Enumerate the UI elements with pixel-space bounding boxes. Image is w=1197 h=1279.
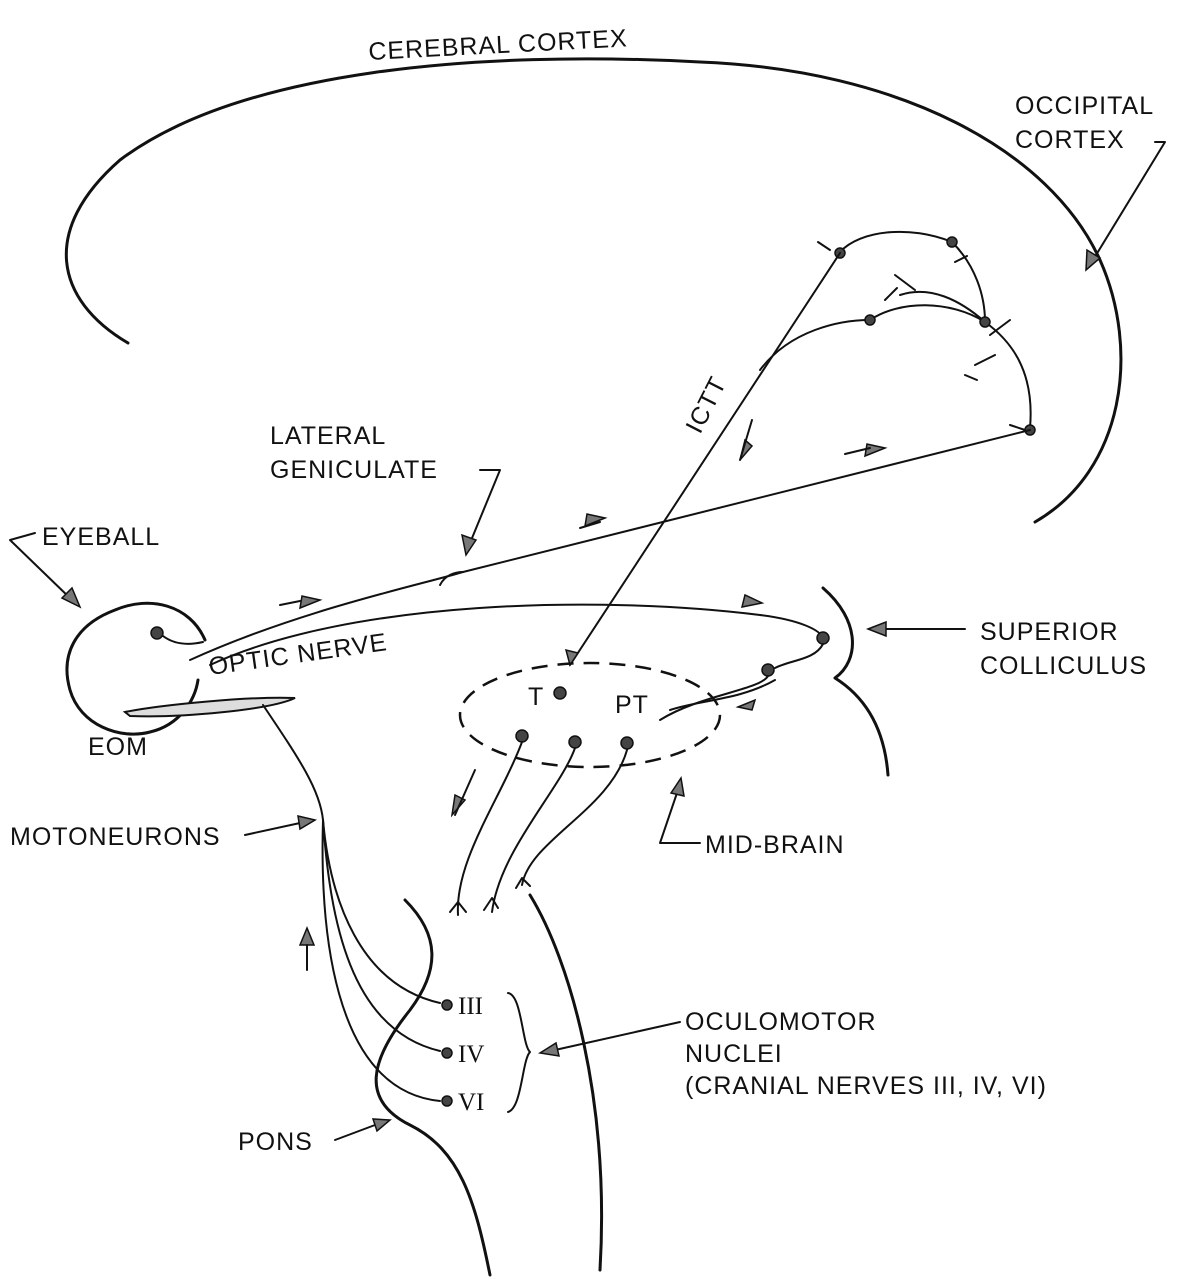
brainstem-left — [376, 900, 490, 1275]
label-pt: PT — [615, 691, 649, 719]
label-optic-nerve: OPTIC NERVE — [207, 628, 389, 681]
cortex-cell-2 — [947, 237, 957, 247]
label-superior-colliculus-1: SUPERIOR — [980, 618, 1119, 646]
colliculus-cell-1 — [817, 632, 829, 644]
colliculus-cell-2 — [762, 664, 774, 676]
nuclei-brace — [508, 993, 530, 1112]
label-nucleus-vi: VI — [458, 1089, 484, 1116]
retinal-cell — [151, 627, 163, 639]
pointer-oculomotor — [540, 1022, 680, 1056]
nucleus-iv-cell — [442, 1048, 452, 1058]
midbrain-t-cell — [554, 687, 566, 699]
label-oculomotor-1: OCULOMOTOR — [685, 1008, 877, 1036]
midbrain-cell-3 — [621, 737, 633, 749]
superior-colliculus-outline — [823, 588, 888, 775]
label-pons: PONS — [238, 1128, 313, 1156]
midbrain-cell-2 — [569, 736, 581, 748]
nucleus-iii-cell — [442, 1000, 452, 1010]
pointer-mid-brain — [660, 778, 700, 843]
midbrain-cell-1 — [516, 730, 528, 742]
flow-arrow-4 — [742, 595, 762, 607]
label-eyeball: EYEBALL — [42, 523, 160, 551]
label-mid-brain: MID-BRAIN — [705, 831, 845, 859]
pointer-occipital — [1086, 142, 1165, 270]
cortex-cell-4 — [980, 317, 990, 327]
label-motoneurons: MOTONEURONS — [10, 823, 221, 851]
flow-arrow-3 — [865, 444, 885, 456]
cortex-cell-3 — [865, 315, 875, 325]
pointer-lateral-geniculate — [462, 470, 500, 555]
label-t: T — [528, 683, 544, 711]
pointer-pons — [335, 1119, 390, 1140]
flow-arrow-1 — [300, 596, 320, 608]
brainstem-right — [530, 895, 602, 1270]
label-oculomotor-3: (CRANIAL NERVES III, IV, VI) — [685, 1072, 1047, 1100]
label-occipital-1: OCCIPITAL — [1015, 92, 1154, 120]
label-nucleus-iv: IV — [458, 1041, 484, 1068]
label-occipital-2: CORTEX — [1015, 126, 1125, 154]
label-nucleus-iii: III — [458, 993, 483, 1020]
cerebral-cortex-outline — [66, 59, 1121, 522]
flow-arrow-pons — [300, 928, 314, 945]
label-lateral-geniculate-2: GENICULATE — [270, 456, 438, 484]
label-superior-colliculus-2: COLLICULUS — [980, 652, 1147, 680]
ictt-tract — [570, 253, 840, 665]
label-eom: EOM — [88, 733, 148, 761]
flow-arrow-5 — [738, 700, 755, 710]
label-lateral-geniculate-1: LATERAL — [270, 422, 386, 450]
label-oculomotor-2: NUCLEI — [685, 1040, 783, 1068]
pointer-colliculus — [868, 622, 965, 636]
mid-brain-region — [460, 663, 720, 767]
pointer-motoneurons — [245, 816, 315, 835]
nucleus-vi-cell — [442, 1096, 452, 1106]
occipital-neuron-tree — [760, 232, 1035, 435]
